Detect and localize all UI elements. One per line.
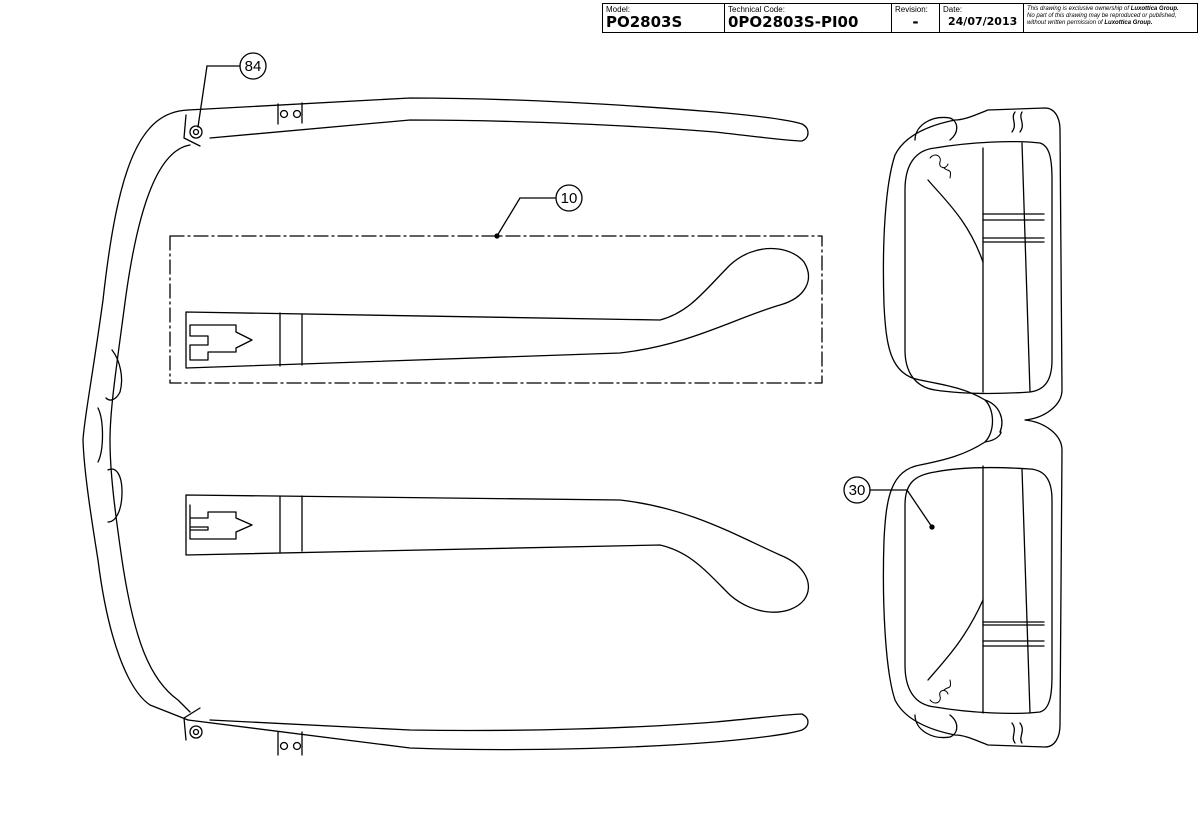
- callout-30-bubble: [843, 476, 871, 504]
- pin-upper-2: [292, 109, 302, 119]
- ownership-note-brand2: Luxottica Group.: [1104, 20, 1153, 26]
- hinge-front-upper: [1011, 111, 1023, 133]
- logo-upper: [929, 154, 951, 179]
- nose-pad-upper: [105, 349, 123, 401]
- temple-side-core: [189, 504, 253, 540]
- model-label: Model:: [606, 5, 631, 14]
- technical-code-value: 0PO2803S-PI00: [728, 13, 859, 31]
- callout-30-leader-v: [906, 489, 933, 528]
- ownership-note: This drawing is exclusive ownership of L…: [1024, 4, 1197, 32]
- callout-84-bubble: [239, 52, 267, 80]
- screw-lower-inner: [192, 728, 200, 736]
- callout-30-dot: [929, 524, 935, 530]
- temple-side-view: [185, 494, 809, 613]
- date-value: 24/07/2013: [948, 15, 1018, 28]
- callout-30: 30: [843, 476, 935, 530]
- ownership-note-line2: No part of this drawing may be reproduce…: [1027, 13, 1177, 19]
- callout-10-dot: [494, 233, 500, 239]
- date-label: Date:: [943, 5, 963, 14]
- detail-box: [169, 235, 823, 384]
- callout-30-text: 30: [849, 482, 866, 499]
- upper-end-bulge: [914, 116, 958, 141]
- bridge-inner-lower: [984, 431, 1002, 443]
- date-cell: Date: 24/07/2013: [940, 4, 1024, 32]
- ownership-note-line3: without written permission of: [1027, 20, 1103, 26]
- pin-lower-2: [292, 741, 302, 751]
- temple-side-outline: [185, 494, 809, 613]
- ownership-note-brand1: Luxottica Group.: [1130, 6, 1179, 12]
- model-cell: Model: PO2803S: [603, 4, 725, 32]
- temple-detail: [169, 235, 823, 384]
- revision-cell: Revision: -: [892, 4, 940, 32]
- hinge-lower: [183, 707, 201, 741]
- lower-end-bulge: [914, 714, 958, 739]
- pin-lower-1: [279, 741, 289, 751]
- callout-84: 84: [197, 52, 267, 128]
- revision-label: Revision:: [895, 5, 928, 14]
- hinge-front-lower: [1011, 722, 1023, 744]
- temple-upper-top: [187, 97, 809, 142]
- lower-lens: [904, 466, 1053, 715]
- technical-code-label: Technical Code:: [728, 5, 785, 14]
- lower-lens-curve: [927, 599, 984, 681]
- front-frame-outer: [882, 107, 1063, 748]
- front-view: [882, 107, 1063, 748]
- revision-value: -: [912, 13, 919, 31]
- hinge-upper: [183, 114, 201, 147]
- upper-lens-wedge: [1021, 142, 1031, 393]
- callout-10: 10: [494, 184, 583, 239]
- temple-detail-core: [189, 324, 253, 361]
- callout-84-text: 84: [245, 58, 262, 75]
- upper-lens-curve: [927, 179, 984, 263]
- lower-lens-wedge: [1021, 468, 1031, 714]
- callout-84-leader-v: [197, 65, 208, 128]
- screw-upper: [189, 125, 203, 139]
- logo-lower: [929, 679, 951, 704]
- upper-lens: [904, 140, 1053, 395]
- callout-10-text: 10: [561, 190, 578, 207]
- pin-upper-1: [279, 109, 289, 119]
- temple-detail-outline: [185, 247, 809, 369]
- front-rim-inner: [109, 144, 191, 713]
- screw-lower: [189, 725, 203, 739]
- nose-pad-lower: [107, 468, 123, 523]
- callout-10-bubble: [555, 184, 583, 212]
- callout-10-leader-v: [496, 197, 521, 237]
- temple-lower-top: [187, 713, 809, 751]
- screw-upper-inner: [192, 128, 200, 136]
- model-value: PO2803S: [606, 13, 683, 31]
- bridge-bump: [97, 407, 104, 463]
- frame-top-view: [82, 97, 809, 756]
- front-rim-outer: [82, 109, 189, 721]
- technical-code-cell: Technical Code: 0PO2803S-PI00: [725, 4, 892, 32]
- ownership-note-line1: This drawing is exclusive ownership of: [1027, 6, 1130, 12]
- bridge-inner-upper: [984, 399, 1003, 433]
- title-block: Model: PO2803S Technical Code: 0PO2803S-…: [602, 3, 1198, 33]
